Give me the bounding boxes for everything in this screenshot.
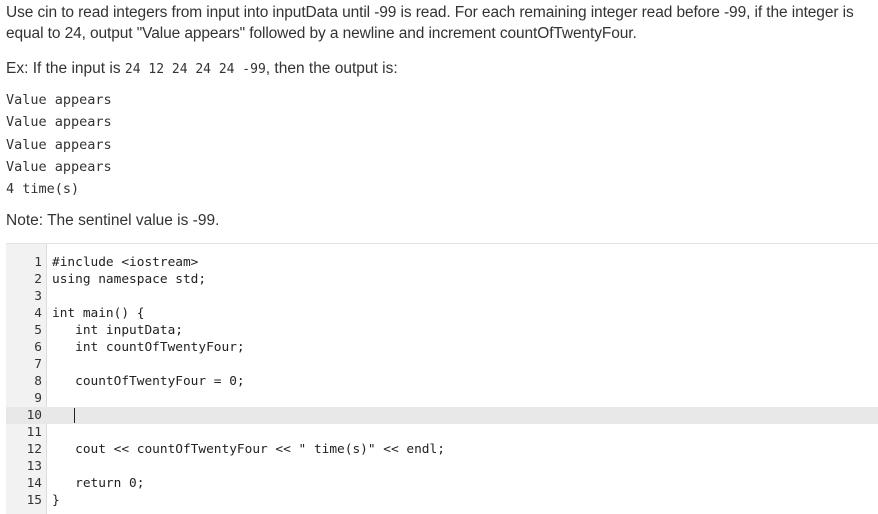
code-line[interactable]: 9 bbox=[6, 390, 878, 407]
output-line: 4 time(s) bbox=[6, 181, 80, 198]
code-line[interactable]: 13 bbox=[6, 458, 878, 475]
code-line[interactable]: 12 cout << countOfTwentyFour << " time(s… bbox=[6, 441, 878, 458]
code-text[interactable]: using namespace std; bbox=[52, 272, 207, 287]
output-line: Value appears bbox=[6, 92, 112, 108]
code-text[interactable]: return 0; bbox=[52, 476, 145, 491]
code-text[interactable]: cout << countOfTwentyFour << " time(s)" … bbox=[52, 442, 445, 457]
line-number: 1 bbox=[34, 255, 42, 270]
code-line[interactable]: 6 int countOfTwentyFour; bbox=[6, 339, 878, 356]
code-text[interactable]: #include <iostream> bbox=[52, 255, 199, 270]
code-text[interactable]: } bbox=[52, 493, 60, 508]
line-number: 4 bbox=[34, 306, 42, 321]
instructions-text: Use cin to read integers from input into… bbox=[6, 4, 854, 42]
code-line[interactable]: 5 int inputData; bbox=[6, 322, 878, 339]
code-text[interactable]: countOfTwentyFour = 0; bbox=[52, 374, 245, 389]
example-input: 24 12 24 24 24 -99 bbox=[124, 62, 266, 77]
code-text[interactable]: int main() { bbox=[52, 306, 145, 321]
code-text[interactable]: int inputData; bbox=[52, 323, 183, 338]
code-line-active[interactable]: 10 bbox=[6, 407, 878, 424]
line-number: 6 bbox=[34, 340, 42, 355]
line-number: 14 bbox=[26, 476, 42, 491]
code-line[interactable]: 8 countOfTwentyFour = 0; bbox=[6, 373, 878, 390]
line-number: 7 bbox=[34, 357, 42, 372]
line-number: 13 bbox=[26, 459, 42, 474]
line-number: 15 bbox=[26, 493, 42, 508]
code-line[interactable]: 11 bbox=[6, 424, 878, 441]
code-line[interactable]: 15 } bbox=[6, 492, 878, 509]
code-text[interactable]: int countOfTwentyFour; bbox=[52, 340, 245, 355]
expected-output: Value appears Value appears Value appear… bbox=[6, 89, 112, 200]
line-number: 11 bbox=[26, 425, 42, 440]
code-line[interactable]: 3 bbox=[6, 288, 878, 305]
code-line[interactable]: 14 return 0; bbox=[6, 475, 878, 492]
line-number-gutter bbox=[6, 244, 47, 514]
text-cursor bbox=[74, 408, 75, 423]
code-editor[interactable]: 1 #include <iostream> 2 using namespace … bbox=[6, 243, 878, 514]
output-line: Value appears bbox=[6, 136, 112, 153]
line-number: 8 bbox=[34, 374, 42, 389]
code-line[interactable]: 7 bbox=[6, 356, 878, 373]
line-number: 3 bbox=[34, 289, 42, 304]
sentinel-note: Note: The sentinel value is -99. bbox=[6, 212, 220, 229]
example-line: Ex: If the input is 24 12 24 24 24 -99, … bbox=[6, 58, 398, 80]
output-line: Value appears bbox=[6, 158, 112, 175]
line-number: 5 bbox=[34, 323, 42, 338]
output-line: Value appears bbox=[6, 114, 112, 131]
code-line[interactable]: 1 #include <iostream> bbox=[6, 254, 878, 271]
code-line[interactable]: 4 int main() { bbox=[6, 305, 878, 322]
example-suffix: , then the output is: bbox=[265, 60, 398, 77]
example-prefix: Ex: If the input is bbox=[6, 60, 125, 77]
line-number: 9 bbox=[34, 391, 42, 406]
line-number: 10 bbox=[26, 408, 42, 423]
line-number: 12 bbox=[26, 442, 42, 457]
line-number: 2 bbox=[34, 272, 42, 287]
code-line[interactable]: 2 using namespace std; bbox=[6, 271, 878, 288]
